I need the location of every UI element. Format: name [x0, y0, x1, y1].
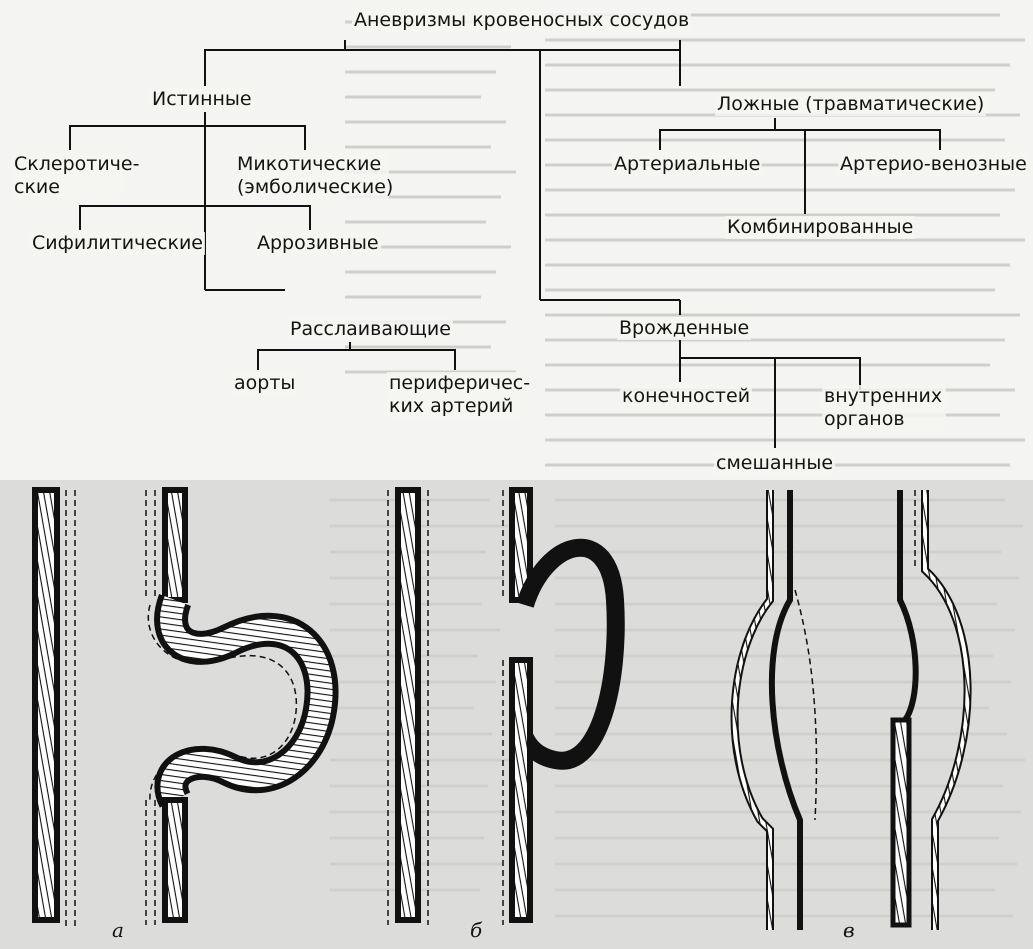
- figure-b-letter: б: [470, 918, 482, 942]
- arteriovenous-label: Артерио-венозные: [838, 153, 1029, 176]
- true-aneurysms-label: Истинные: [150, 88, 254, 111]
- figure-c-letter: в: [843, 918, 855, 942]
- mixed-label: смешанные: [714, 452, 835, 475]
- arrosive-label: Аррозивные: [255, 232, 381, 255]
- sclerotic-label: Склеротиче-ские: [12, 153, 126, 199]
- root-title: Аневризмы кровеносных сосудов: [352, 9, 691, 32]
- arterial-label: Артериальные: [612, 153, 762, 176]
- syphilitic-label: Сифилитические: [30, 232, 205, 255]
- figure-a-letter: а: [112, 918, 124, 942]
- limbs-label: конечностей: [620, 385, 752, 408]
- peripheral-arteries-label: периферичес-ких артерий: [387, 372, 521, 418]
- mycotic-label: Микотические (эмболические): [235, 153, 389, 199]
- false-aneurysms-label: Ложные (травматические): [715, 93, 986, 116]
- aorta-label: аорты: [232, 372, 297, 395]
- internal-organs-label: внутренних органов: [822, 385, 946, 431]
- congenital-label: Врожденные: [617, 317, 751, 340]
- dissecting-label: Расслаивающие: [288, 318, 453, 341]
- combined-label: Комбинированные: [725, 216, 915, 239]
